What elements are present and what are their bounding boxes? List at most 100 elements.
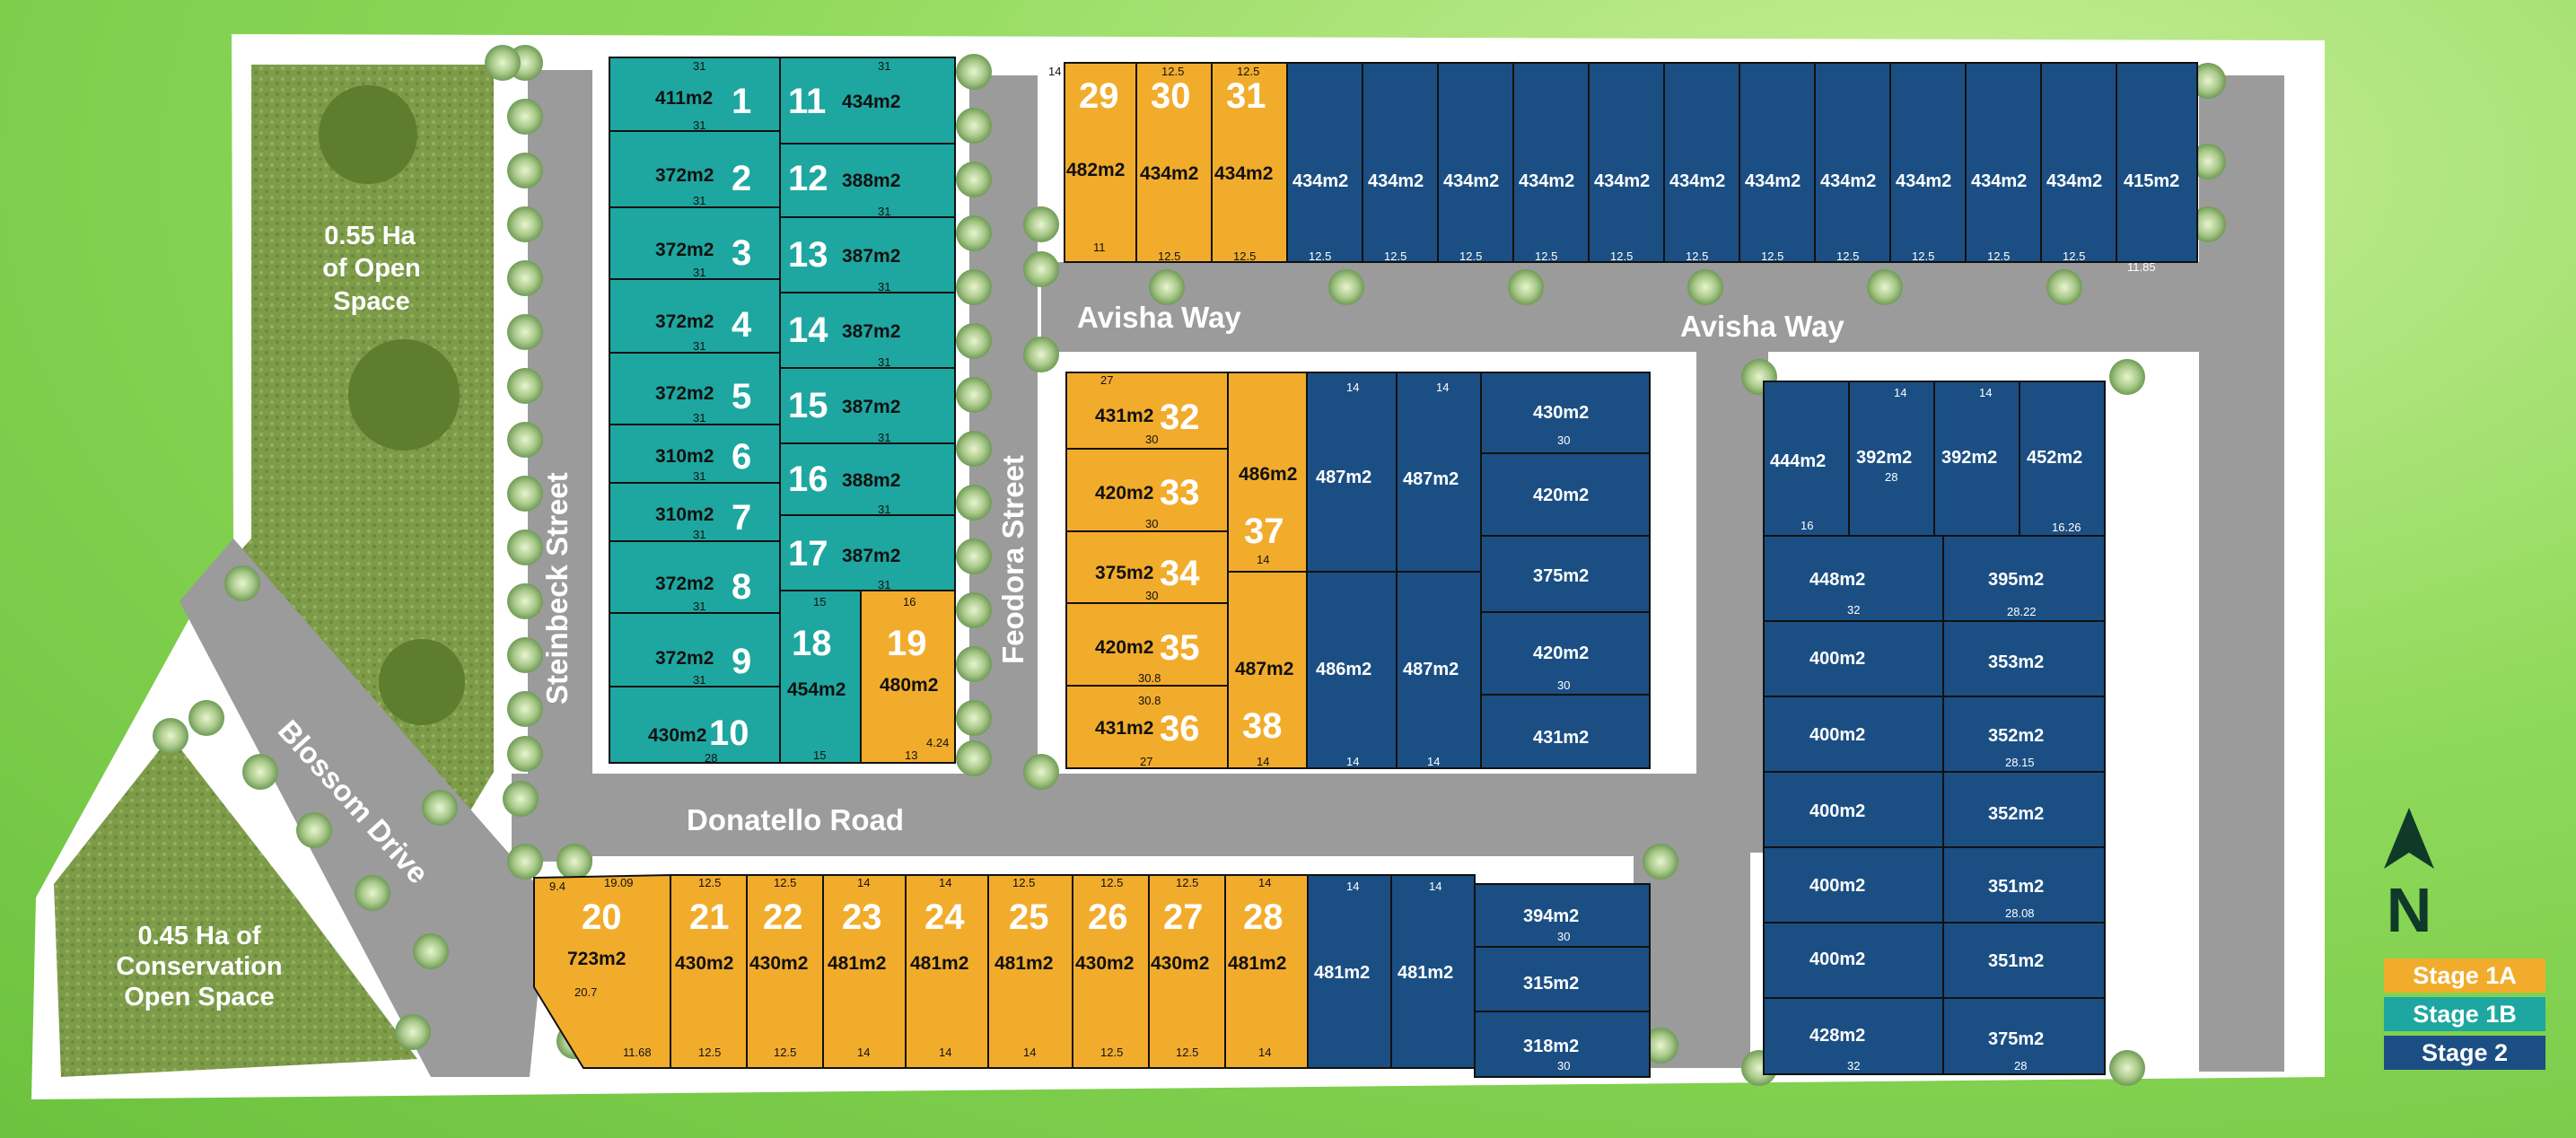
stage2-mid-lot[interactable] <box>1480 535 1651 613</box>
stage2-top-lot[interactable] <box>1965 62 2042 263</box>
lot-30[interactable] <box>1135 62 1213 263</box>
lot-22[interactable] <box>746 874 824 1069</box>
lot-area: 372m2 <box>655 383 714 404</box>
lot-area: 430m2 <box>1075 953 1134 974</box>
lot-25[interactable] <box>987 874 1073 1069</box>
lot-area: 431m2 <box>1533 728 1589 748</box>
stage2-top-lot[interactable] <box>2040 62 2117 263</box>
lot-5[interactable] <box>609 352 781 425</box>
lot-31[interactable] <box>1211 62 1288 263</box>
stage2-east-lot[interactable] <box>1763 696 1944 773</box>
dimension: 4.24 <box>926 736 949 749</box>
stage2-top-lot[interactable] <box>1512 62 1590 263</box>
stage2-top-lot[interactable] <box>2116 62 2198 263</box>
lot-area: 481m2 <box>910 953 968 974</box>
stage2-east-lot[interactable] <box>1848 381 1935 537</box>
lot-11[interactable] <box>779 57 956 144</box>
lot-area: 372m2 <box>655 240 714 260</box>
lot-33[interactable] <box>1065 448 1229 532</box>
lot-24[interactable] <box>905 874 989 1069</box>
lot-number: 28 <box>1243 897 1284 937</box>
stage2-south-lot[interactable] <box>1474 1011 1651 1078</box>
lot-number: 22 <box>763 897 803 937</box>
lot-number: 16 <box>788 460 828 499</box>
dimension: 14 <box>1346 755 1359 768</box>
lot-29[interactable] <box>1064 62 1137 263</box>
stage2-east-lot[interactable] <box>1942 997 2106 1075</box>
stage2-top-lot[interactable] <box>1739 62 1816 263</box>
street-feodora: Feodora Street <box>996 455 1030 664</box>
stage2-east-lot[interactable] <box>1763 535 1944 622</box>
lot-8[interactable] <box>609 540 781 614</box>
lot-18[interactable] <box>779 590 862 764</box>
lot-19[interactable] <box>860 590 956 764</box>
lot-area: 434m2 <box>1368 171 1424 191</box>
lot-36[interactable] <box>1065 685 1229 769</box>
stage2-east-lot[interactable] <box>1942 620 2106 697</box>
stage2-south-lot[interactable] <box>1474 946 1651 1012</box>
dimension: 31 <box>878 205 890 218</box>
stage2-mid-lot[interactable] <box>1396 571 1482 769</box>
stage2-east-lot[interactable] <box>1942 696 2106 773</box>
dimension: 14 <box>1257 553 1269 566</box>
lot-26[interactable] <box>1072 874 1150 1069</box>
lot-14[interactable] <box>779 292 956 369</box>
stage2-east-lot[interactable] <box>1763 922 1944 999</box>
stage2-mid-lot[interactable] <box>1480 452 1651 537</box>
dimension: 12.5 <box>1158 249 1180 263</box>
stage2-mid-lot[interactable] <box>1306 571 1398 769</box>
lot-27[interactable] <box>1148 874 1226 1069</box>
stage2-top-lot[interactable] <box>1362 62 1439 263</box>
stage2-top-lot[interactable] <box>1889 62 1967 263</box>
lot-28[interactable] <box>1224 874 1309 1069</box>
lot-35[interactable] <box>1065 602 1229 687</box>
lot-9[interactable] <box>609 612 781 687</box>
dimension: 12.5 <box>1176 1046 1198 1059</box>
stage2-east-lot[interactable] <box>1763 381 1850 537</box>
lot-20[interactable] <box>533 873 671 1069</box>
lot-area: 434m2 <box>1971 171 2027 191</box>
stage2-east-lot[interactable] <box>1763 997 1944 1075</box>
lot-area: 434m2 <box>1292 171 1348 191</box>
lot-12[interactable] <box>779 143 956 218</box>
open-space-north-label: Space <box>333 287 409 316</box>
lot-area: 430m2 <box>1151 953 1209 974</box>
lot-area: 387m2 <box>842 397 900 417</box>
lot-number: 17 <box>788 534 828 573</box>
lot-38[interactable] <box>1227 571 1308 769</box>
stage2-top-lot[interactable] <box>1588 62 1665 263</box>
stage2-east-lot[interactable] <box>2019 381 2106 537</box>
dimension: 14 <box>1346 880 1359 893</box>
lot-17[interactable] <box>779 514 956 591</box>
street-avisha-way: Avisha Way <box>1680 310 1844 343</box>
lot-15[interactable] <box>779 367 956 444</box>
dimension: 12.5 <box>1610 249 1633 263</box>
stage2-mid-lot[interactable] <box>1480 611 1651 696</box>
stage2-mid-lot[interactable] <box>1480 694 1651 769</box>
stage2-mid-lot[interactable] <box>1306 372 1398 573</box>
stage2-south-lot[interactable] <box>1474 883 1651 948</box>
lot-21[interactable] <box>670 874 748 1069</box>
lot-13[interactable] <box>779 216 956 293</box>
lot-area: 310m2 <box>655 446 714 467</box>
open-space-labels: 0.55 Ha of Open Space 0.45 Ha of Conserv… <box>116 222 420 1011</box>
dimension: 12.5 <box>1237 65 1259 78</box>
lot-area: 372m2 <box>655 573 714 594</box>
stage-1b-lots <box>609 57 956 764</box>
stage2-top-lot[interactable] <box>1663 62 1740 263</box>
lot-37[interactable] <box>1227 372 1308 573</box>
stage2-top-lot[interactable] <box>1814 62 1891 263</box>
stage2-mid-lot[interactable] <box>1396 372 1482 573</box>
stage2-top-lot[interactable] <box>1437 62 1514 263</box>
stage2-south-lot[interactable] <box>1307 874 1392 1069</box>
stage2-east-lot[interactable] <box>1942 846 2106 924</box>
lot-34[interactable] <box>1065 530 1229 604</box>
dimension: 12.5 <box>1384 249 1406 263</box>
stage2-east-lot[interactable] <box>1763 771 1944 848</box>
lot-area: 434m2 <box>1669 171 1725 191</box>
lot-area: 481m2 <box>1314 963 1370 983</box>
stage2-south-lot[interactable] <box>1390 874 1476 1069</box>
lot-16[interactable] <box>779 442 956 516</box>
stage2-top-lot[interactable] <box>1286 62 1363 263</box>
lot-1[interactable] <box>609 57 781 132</box>
